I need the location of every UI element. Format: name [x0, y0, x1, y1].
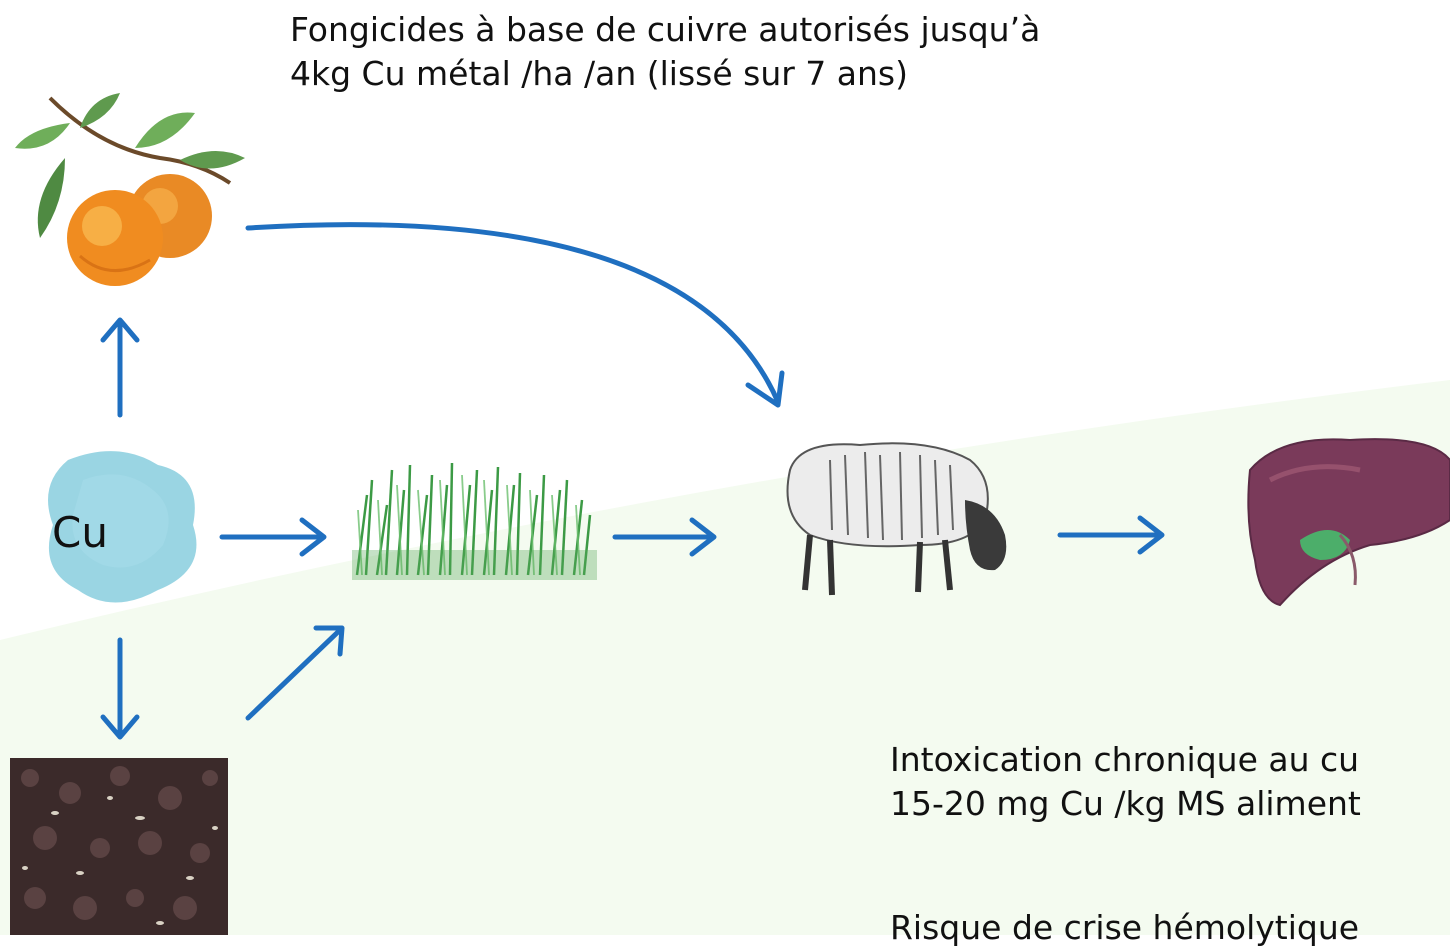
- intoxication-caption-line2: 15-20 mg Cu /kg MS aliment: [890, 784, 1361, 823]
- grass-icon: [352, 462, 597, 580]
- copper-blob-icon: [48, 451, 197, 603]
- fungicide-caption-line2: 4kg Cu métal /ha /an (lissé sur 7 ans): [290, 54, 908, 93]
- intoxication-caption-line1: Intoxication chronique au cu: [890, 740, 1360, 779]
- intoxication-caption: Intoxication chronique au cu 15-20 mg Cu…: [890, 738, 1361, 826]
- hemolytic-risk-caption: Risque de crise hémolytique: [890, 908, 1360, 947]
- fungicide-caption-line1: Fongicides à base de cuivre autorisés ju…: [290, 10, 1041, 49]
- soil-icon: [10, 758, 228, 935]
- sheep-icon: [786, 442, 1007, 596]
- copper-label: Cu: [52, 508, 108, 557]
- fungicide-caption: Fongicides à base de cuivre autorisés ju…: [290, 8, 1040, 96]
- liver-icon: [1247, 438, 1450, 607]
- orange-fruit-icon: [15, 93, 245, 286]
